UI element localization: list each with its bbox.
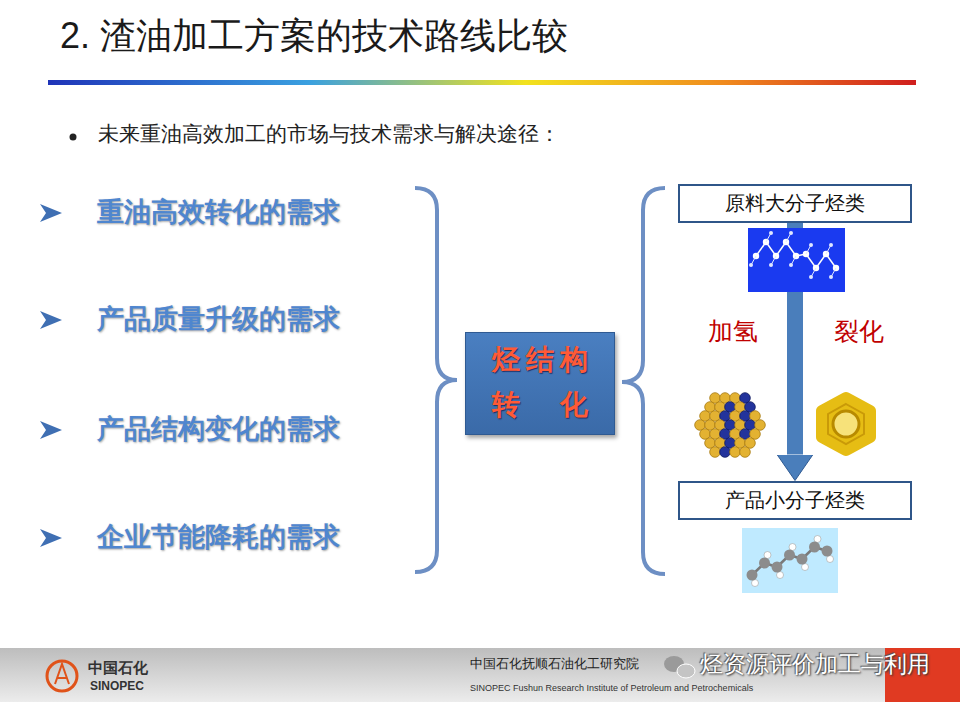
logo-text: SINOPEC — [90, 679, 144, 693]
wechat-icon — [664, 656, 695, 678]
box-text: 烃结构 转化 — [492, 338, 588, 428]
atom-ball — [814, 536, 821, 543]
atom-ball — [752, 580, 759, 587]
atom-ball — [730, 447, 741, 458]
atom-ball — [829, 243, 833, 247]
demand-item: 产品结构变化的需求 — [97, 413, 340, 445]
zeolite-ring-image — [822, 398, 870, 450]
ring-body — [822, 398, 870, 450]
bullet-text: 未来重油高效加工的市场与技术需求与解决途径： — [98, 121, 560, 146]
watermark: 烃资源评价加工与利用 — [700, 651, 930, 679]
atom-ball — [769, 231, 773, 235]
atom-ball — [827, 556, 834, 563]
institute-name: 中国石化抚顺石油化工研究院 — [470, 656, 639, 672]
atom-ball — [759, 558, 770, 569]
demand-item: 产品质量升级的需求 — [97, 303, 340, 335]
item-markers — [40, 204, 62, 547]
footer-band — [0, 648, 960, 702]
atom-ball — [710, 447, 721, 458]
ring-shade — [828, 404, 864, 444]
ring-hole — [833, 411, 859, 437]
atom-ball — [772, 562, 783, 573]
item-marker — [40, 311, 62, 329]
item-marker — [40, 204, 62, 222]
atom-ball — [747, 570, 758, 581]
logo-ring — [47, 661, 77, 691]
atom-ball — [777, 572, 784, 579]
atom-ball — [789, 263, 793, 267]
left-brace — [415, 188, 457, 572]
atom-ball — [797, 554, 808, 565]
product-molecule-image — [742, 528, 838, 593]
catalyst-cluster-image — [695, 393, 766, 458]
logo-text: 中国石化 — [88, 659, 148, 677]
atom-ball — [789, 544, 796, 551]
bullet-dot — [70, 134, 77, 141]
logo-mark — [55, 664, 69, 684]
feed-box: 原料大分子烃类 — [678, 184, 912, 223]
atom-ball — [784, 550, 795, 561]
right-brace — [622, 188, 665, 574]
slide-title: 2. 渣油加工方案的技术路线比较 — [60, 14, 568, 57]
demand-item: 重油高效转化的需求 — [97, 196, 340, 228]
feed-molecule-image — [748, 228, 845, 292]
title-rule — [48, 80, 916, 85]
atom-ball — [769, 263, 773, 267]
atom-ball — [809, 275, 813, 279]
item-marker — [40, 421, 62, 439]
box-text: 原料大分子烃类 — [725, 190, 865, 217]
atom-ball — [829, 275, 833, 279]
atom-ball — [809, 542, 820, 553]
atom-ball — [740, 447, 751, 458]
sinopec-logo — [47, 661, 77, 691]
atom-ball — [809, 243, 813, 247]
box-text: 产品小分子烃类 — [725, 487, 865, 514]
image-ground — [742, 528, 838, 593]
atom-ball — [802, 564, 809, 571]
atom-ball — [749, 263, 753, 267]
item-marker — [40, 529, 62, 547]
demand-item: 企业节能降耗的需求 — [97, 521, 340, 553]
atom-ball — [822, 546, 833, 557]
institute-name: SINOPEC Fushun Research Institute of Pet… — [470, 683, 753, 694]
process-label: 裂化 — [834, 316, 884, 346]
atom-ball — [720, 447, 731, 458]
process-label: 加氢 — [708, 316, 758, 346]
image-ground — [748, 228, 845, 292]
product-box: 产品小分子烃类 — [678, 481, 912, 520]
atom-ball — [764, 552, 771, 559]
icon-bubble — [677, 664, 695, 678]
atom-ball — [789, 231, 793, 235]
process-box: 烃结构 转化 — [465, 332, 615, 435]
